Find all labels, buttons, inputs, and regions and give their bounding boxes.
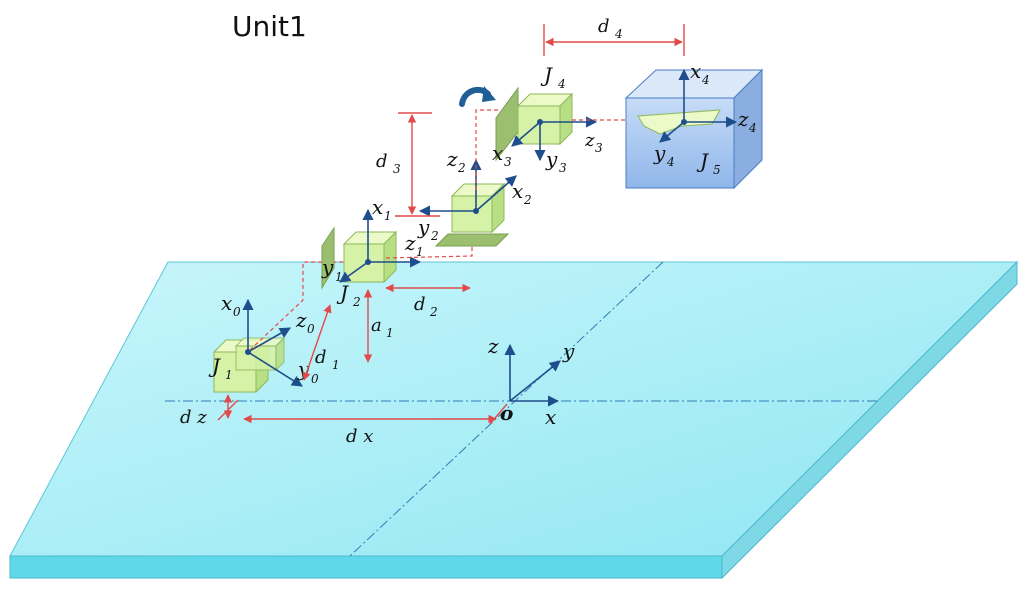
z0-label: z: [295, 308, 307, 332]
d1-sub: 1: [332, 358, 340, 372]
y4-label: y: [653, 141, 666, 165]
x2-sub: 2: [523, 193, 532, 207]
z4-sub: 4: [748, 121, 757, 135]
dim-d1-a1: d 1 a 1: [302, 289, 394, 381]
a1-name: a: [371, 315, 382, 336]
x4-sub: 4: [701, 73, 710, 87]
y2-label: y: [417, 215, 430, 239]
x0-label: x: [221, 291, 232, 315]
base-z-label: z: [487, 334, 499, 358]
x3-sub: 3: [504, 155, 512, 169]
d4-name: d: [598, 16, 610, 37]
z3-label: z: [584, 130, 595, 151]
d3-sub: 3: [393, 162, 401, 176]
z1-label: z: [404, 231, 416, 255]
z3-sub: 3: [595, 141, 603, 155]
d3-name: d: [376, 151, 388, 172]
x2-label: x: [512, 179, 523, 203]
d1-name: d: [315, 347, 327, 368]
z0-sub: 0: [307, 322, 315, 336]
dz-label: d z: [180, 407, 207, 428]
x4-label: x: [690, 59, 701, 83]
z2-sub: 2: [457, 161, 466, 175]
rotation-arrow-icon: [459, 86, 496, 107]
j2-sub: 2: [352, 295, 361, 309]
x1-sub: 1: [384, 209, 392, 223]
base-y-label: y: [562, 339, 575, 363]
z2-label: z: [446, 147, 458, 171]
x0-sub: 0: [233, 305, 241, 319]
y2-sub: 2: [430, 229, 439, 243]
frame-1: x 1 z 1 y 1: [321, 195, 424, 284]
dim-d2: d 2: [385, 283, 471, 319]
z1-sub: 1: [416, 245, 424, 259]
x1-label: x: [372, 195, 383, 219]
joint-j4: J 4: [495, 63, 574, 162]
dim-dx-dz: d x d z: [180, 394, 508, 447]
frame-2: y 2 z 2 x 2: [417, 147, 532, 243]
j1-name: J: [208, 354, 221, 378]
frame-3: z 3 y 3 x 3: [492, 116, 603, 175]
dx-label: d x: [346, 426, 373, 447]
title: Unit1: [232, 10, 307, 43]
end-effector-j5: J 5: [624, 68, 764, 190]
link-j3-j4: [475, 109, 500, 190]
d2-name: d: [414, 294, 426, 315]
x3-label: x: [492, 141, 503, 165]
d2-sub: 2: [429, 305, 438, 319]
z4-label: z: [737, 107, 749, 131]
j1-sub: 1: [225, 368, 233, 382]
d4-sub: 4: [614, 27, 623, 41]
y1-sub: 1: [335, 270, 343, 284]
y0-sub: 0: [311, 372, 319, 386]
j5-name: J: [696, 149, 709, 173]
j5-sub: 5: [713, 163, 721, 177]
y3-label: y: [545, 147, 558, 171]
dim-d4: d 4: [543, 16, 685, 56]
dim-d3: d 3: [376, 112, 440, 217]
a1-sub: 1: [386, 326, 394, 340]
y1-label: y: [321, 255, 334, 279]
y3-sub: 3: [559, 161, 567, 175]
y4-sub: 4: [666, 155, 675, 169]
j2-name: J: [336, 281, 349, 305]
work-table: [9, 260, 1019, 580]
origin-label: o: [500, 401, 513, 425]
frame-4: x 4 z 4 y 4: [653, 59, 757, 169]
j4-sub: 4: [557, 77, 566, 91]
base-frame: z x y o: [487, 334, 575, 429]
j4-name: J: [540, 63, 553, 87]
base-x-label: x: [545, 405, 556, 429]
